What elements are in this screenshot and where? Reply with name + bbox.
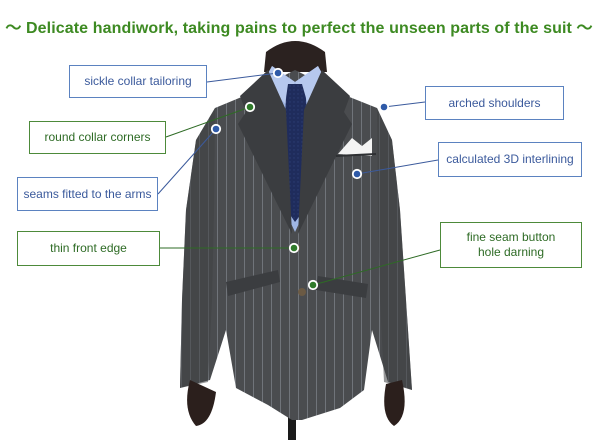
marker-round-collar [244,101,256,113]
leader-arched-shoulders [383,101,426,108]
callout-buttonhole-line1: fine seam button [466,230,556,244]
left-hand [187,380,216,426]
leader-buttonhole [312,249,441,286]
page-headline: 〜 Delicate handiwork, taking pains to pe… [5,20,593,37]
leader-seams-arms [157,128,217,195]
mannequin-neck [264,41,327,72]
leader-round-collar [165,106,251,138]
marker-seams-arms [210,123,222,135]
marker-sickle-collar [272,67,284,79]
callout-round-collar-text: round collar corners [44,130,151,144]
callout-interlining-text: calculated 3D interlining [446,152,574,166]
right-hand [384,380,405,426]
right-sleeve [377,108,412,390]
right-lapel [298,70,352,234]
callout-thin-front: thin front edge [17,231,160,266]
callout-sickle-collar: sickle collar tailoring [69,65,207,98]
callout-buttonhole-line2: hole darning [477,245,545,259]
right-pocket-flap [316,276,368,298]
breast-pocket [335,153,377,157]
callout-arched-shoulders-text: arched shoulders [448,95,541,110]
callout-seams-arms-text: seams fitted to the arms [23,186,152,201]
marker-thin-front [288,242,300,254]
leader-interlining [356,159,439,175]
callout-interlining: calculated 3D interlining [438,142,582,177]
marker-buttonhole [307,279,319,291]
pocket-square [338,138,372,156]
marker-arched-shoulders [378,101,390,113]
callout-round-collar: round collar corners [29,121,166,154]
callout-buttonhole: fine seam button hole darning [440,222,582,268]
marker-interlining [351,168,363,180]
jacket-button-bottom [298,288,306,296]
left-pocket-flap [226,270,280,296]
leader-sickle-collar [206,72,279,83]
callout-thin-front-text: thin front edge [50,241,127,255]
callout-sickle-collar-text: sickle collar tailoring [84,74,192,88]
callout-arched-shoulders: arched shoulders [425,86,564,120]
callout-seams-arms: seams fitted to the arms [17,177,158,211]
